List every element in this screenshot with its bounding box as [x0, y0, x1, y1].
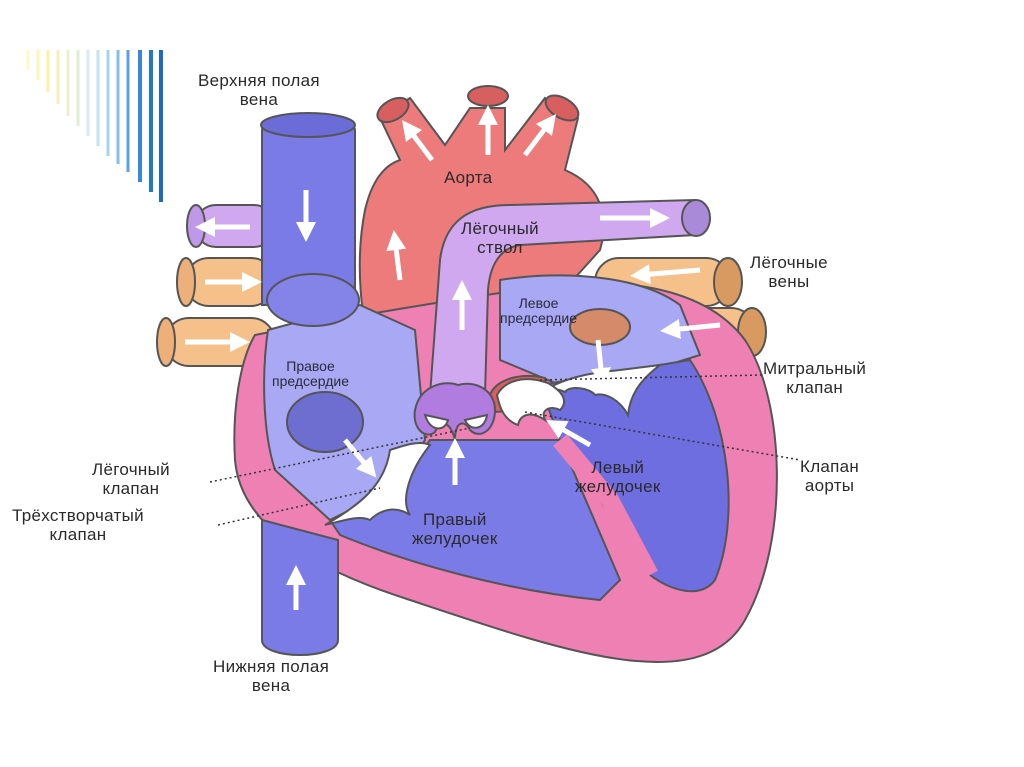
pulmonary-trunk	[428, 198, 711, 396]
right-atrium	[263, 273, 427, 522]
left-atrium	[499, 274, 702, 387]
label-leader-lines	[209, 374, 801, 526]
left-ventricle	[538, 358, 730, 593]
pulmonary-valve-shape	[413, 382, 497, 441]
tricuspid-valve-shape	[324, 441, 432, 526]
aortic-valve-shape	[495, 378, 566, 427]
septum	[553, 434, 658, 580]
slide-accent-bars	[26, 50, 163, 202]
label-aorta: Аорта	[444, 168, 493, 187]
blood-flow-arrows	[185, 105, 721, 610]
inferior-vena-cava	[261, 518, 339, 656]
